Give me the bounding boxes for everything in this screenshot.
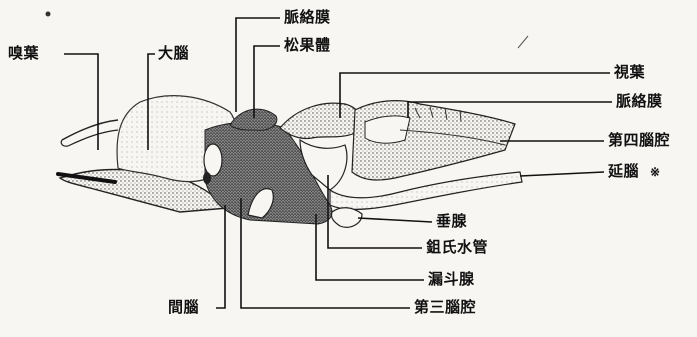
label-pituitary: 垂腺: [436, 214, 467, 229]
label-pineal-body: 松果體: [284, 38, 331, 53]
print-speck: [46, 12, 51, 17]
label-olfactory-lobe: 嗅葉: [8, 46, 39, 61]
label-third-ventricle: 第三腦腔: [414, 300, 476, 315]
print-scratch: [518, 36, 528, 48]
label-cerebral-aqueduct: 鉏氏水管: [426, 240, 488, 255]
label-cerebrum: 大腦: [158, 46, 189, 61]
label-fourth-ventricle: 第四腦腔: [608, 133, 670, 148]
label-choroid-plexus-top: 脈絡膜: [284, 10, 331, 25]
label-infundibulum: 漏斗腺: [428, 272, 475, 287]
label-optic-lobe: 視葉: [614, 65, 645, 80]
label-diencephalon: 間腦: [168, 300, 199, 315]
label-medulla: 延腦: [608, 164, 639, 179]
label-medulla-mark: ※: [650, 166, 661, 178]
label-choroid-plexus-right: 脈絡膜: [616, 94, 663, 109]
